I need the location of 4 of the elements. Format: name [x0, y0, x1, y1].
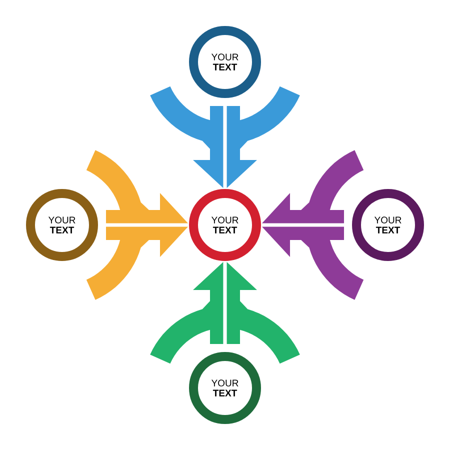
arrow — [262, 193, 344, 257]
arrow — [106, 193, 188, 257]
arrow — [193, 106, 257, 188]
arrow — [193, 262, 257, 344]
